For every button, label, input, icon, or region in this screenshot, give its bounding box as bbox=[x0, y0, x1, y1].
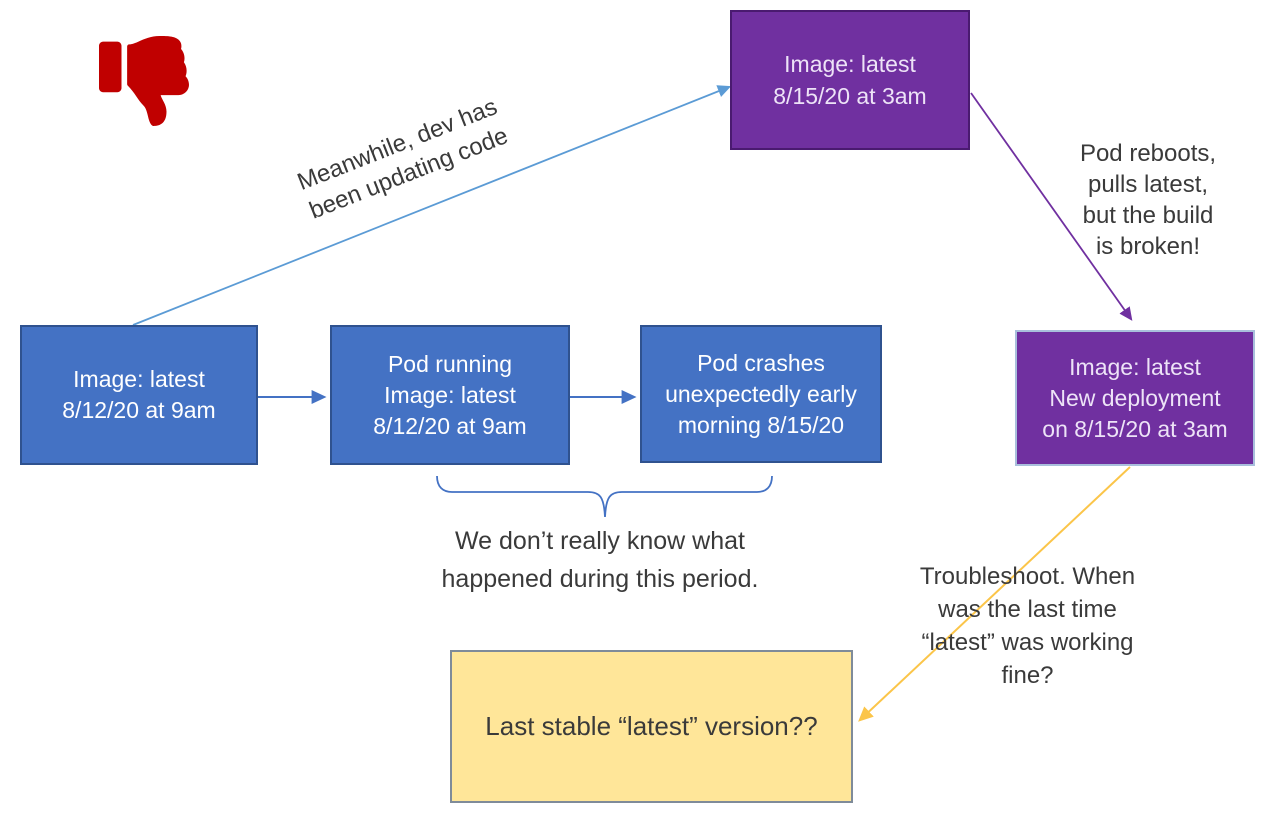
box-last-stable-version: Last stable “latest” version?? bbox=[450, 650, 853, 803]
box-text: Image: latest bbox=[1069, 353, 1201, 380]
box-text: 8/15/20 at 3am bbox=[773, 83, 927, 109]
box-text: Image: latest bbox=[784, 51, 916, 77]
note-line: happened during this period. bbox=[441, 565, 759, 593]
box-image-latest-815: Image: latest 8/15/20 at 3am bbox=[730, 10, 970, 150]
box-text: Image: latest bbox=[73, 366, 205, 392]
note-line: “latest” was working bbox=[921, 629, 1134, 656]
box-text: New deployment bbox=[1049, 384, 1221, 411]
box-text: 8/12/20 at 9am bbox=[373, 412, 527, 439]
box-text: Pod running bbox=[387, 350, 513, 377]
note-line: fine? bbox=[1001, 662, 1054, 689]
box-text: on 8/15/20 at 3am bbox=[1042, 415, 1228, 442]
box-text: Pod crashes bbox=[697, 349, 825, 376]
note-line: We don’t really know what bbox=[455, 527, 745, 555]
box-text: morning 8/15/20 bbox=[677, 411, 845, 438]
box-text: Last stable “latest” version?? bbox=[485, 711, 818, 741]
note-line: Troubleshoot. When bbox=[919, 563, 1136, 590]
thumbs-down-icon bbox=[99, 36, 189, 126]
note-pod-reboots: Pod reboots, pulls latest, but the build… bbox=[1038, 138, 1258, 262]
note-line: was the last time bbox=[938, 596, 1117, 623]
box-pod-running: Pod running Image: latest 8/12/20 at 9am bbox=[330, 325, 570, 465]
box-text: unexpectedly early bbox=[665, 380, 857, 407]
note-unknown-period: We don’t really know what happened durin… bbox=[420, 522, 780, 598]
note-troubleshoot: Troubleshoot. When was the last time “la… bbox=[905, 560, 1150, 692]
box-image-latest-812: Image: latest 8/12/20 at 9am bbox=[20, 325, 258, 465]
note-line: pulls latest, bbox=[1087, 171, 1209, 198]
note-line: but the build bbox=[1082, 202, 1214, 229]
note-line: Pod reboots, bbox=[1079, 140, 1217, 167]
note-meanwhile-dev-updating: Meanwhile, dev has been updating code bbox=[247, 73, 558, 244]
note-line: is broken! bbox=[1095, 233, 1201, 260]
brace-bottom bbox=[436, 475, 773, 518]
box-text: 8/12/20 at 9am bbox=[62, 397, 216, 423]
box-text: Image: latest bbox=[384, 381, 516, 408]
box-new-deployment: Image: latest New deployment on 8/15/20 … bbox=[1015, 330, 1255, 466]
box-pod-crashes: Pod crashes unexpectedly early morning 8… bbox=[640, 325, 882, 463]
